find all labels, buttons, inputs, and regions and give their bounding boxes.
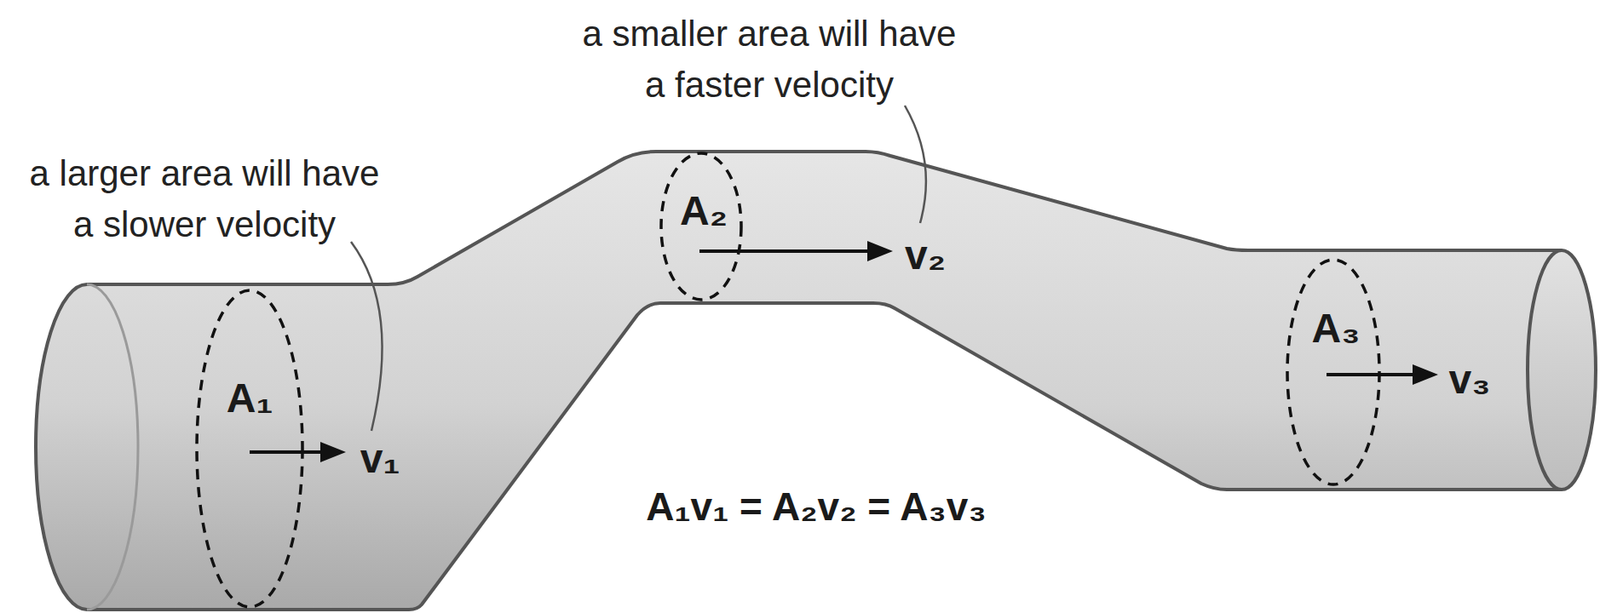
leader-line-1 — [351, 241, 383, 432]
velocity-arrow-3 — [1326, 373, 1415, 377]
area-symbol: A₁ — [226, 376, 274, 422]
cross-section-2 — [661, 153, 742, 300]
velocity-symbol: v₃ — [1449, 357, 1491, 403]
area-symbol: A₃ — [1312, 306, 1361, 352]
pipe-right-rim — [1527, 250, 1596, 490]
velocity-symbol: v₂ — [904, 233, 946, 279]
continuity-equation: A₁v₁ = A₂v₂ = A₃v₃ — [645, 485, 986, 530]
leader-line-2 — [904, 105, 927, 224]
cross-section-1 — [196, 290, 303, 608]
pipe-left-rim-inner — [86, 284, 139, 611]
velocity-arrow-2 — [699, 249, 870, 254]
velocity-arrow-1 — [249, 450, 323, 455]
pipe-left-rim — [35, 284, 87, 611]
velocity-symbol: v₁ — [360, 437, 401, 483]
callout-text: a smaller area will have a faster veloci… — [575, 8, 964, 111]
pipe-outline-bottom — [86, 303, 1562, 611]
area-symbol: A₂ — [679, 189, 728, 235]
callout-text: a larger area will have a slower velocit… — [23, 148, 386, 251]
cross-section-3 — [1287, 259, 1380, 485]
